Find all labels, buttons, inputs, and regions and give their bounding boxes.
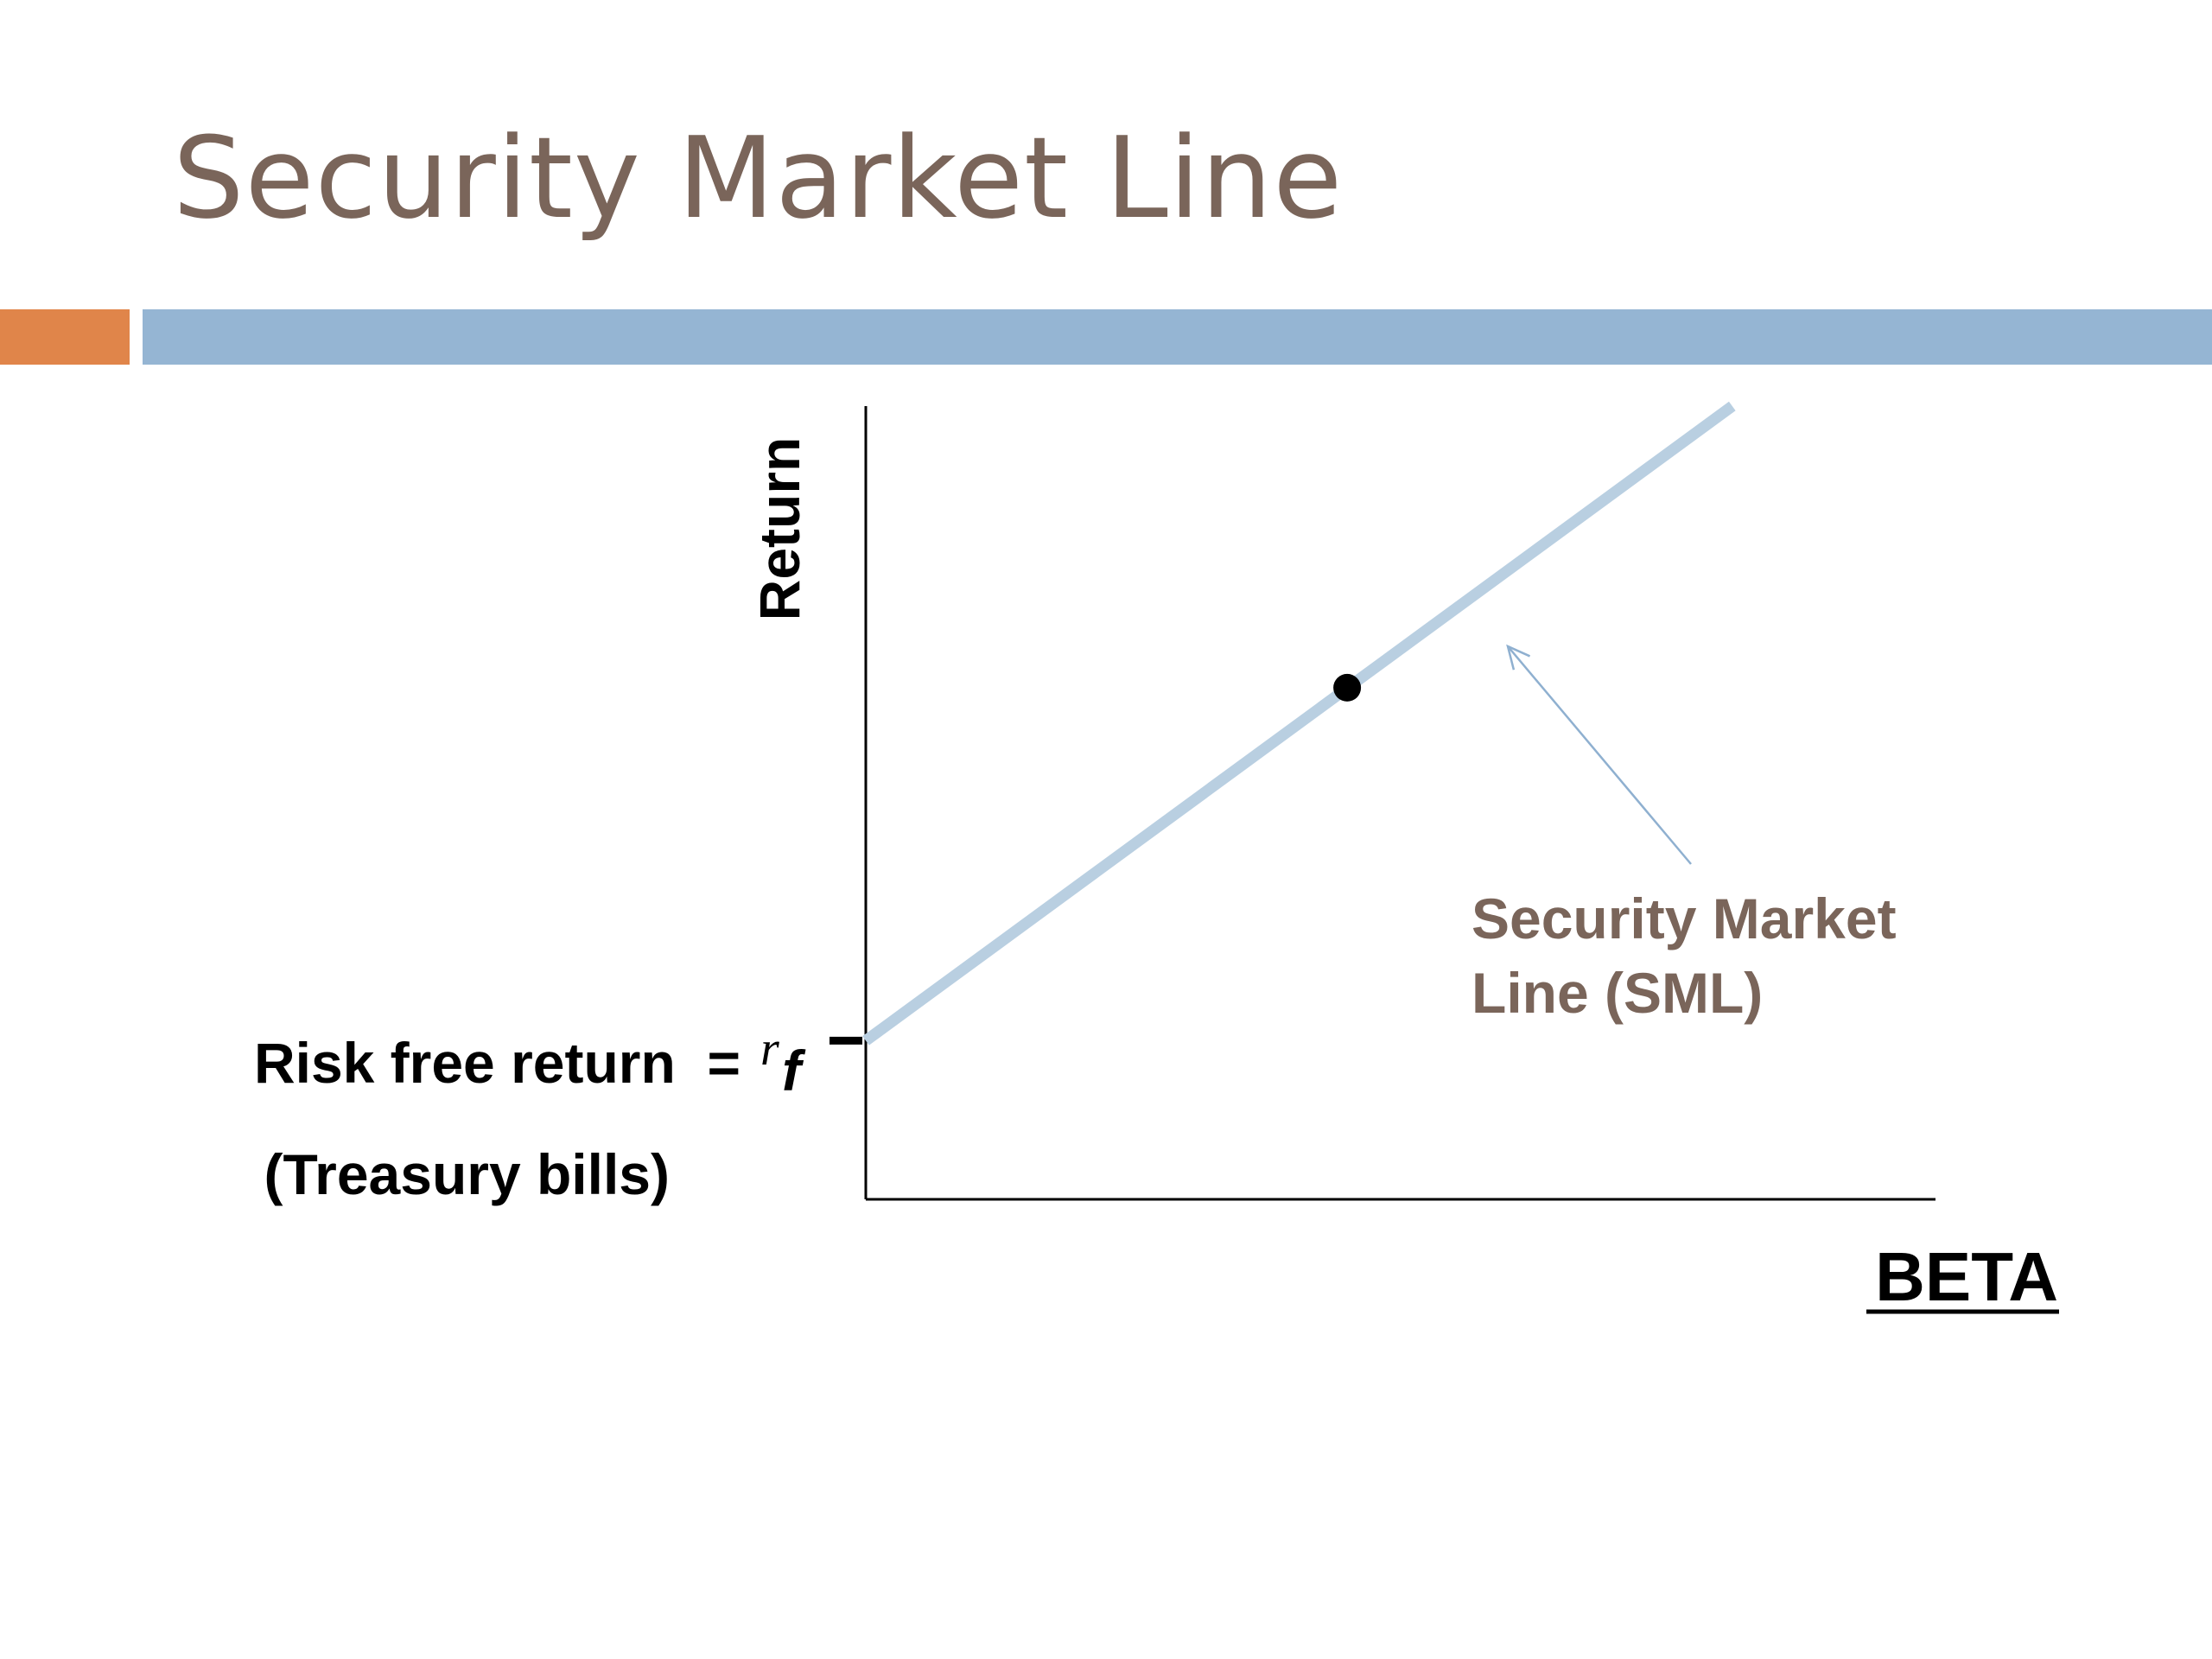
sml-pointer-line (1507, 645, 1692, 865)
accent-bar-orange (0, 309, 130, 365)
sml-highlight-point (1333, 673, 1362, 702)
sml-label-line-2: Line (SML) (1471, 961, 1763, 1025)
risk-free-symbol-subscript: f (782, 1039, 806, 1103)
accent-bar-blue (143, 309, 2212, 365)
sml-line (862, 401, 1736, 1046)
sml-label-line-1: Security Market (1471, 887, 1897, 950)
x-axis-label: BETA (1875, 1238, 2058, 1315)
treasury-bills-note: (Treasury bills) (264, 1142, 670, 1206)
risk-free-label: Risk free return = (254, 1031, 741, 1095)
sml-pointer-arrowhead (1506, 644, 1531, 671)
slide-title: Security Market Line (173, 112, 1344, 244)
y-axis-label: Return (747, 437, 811, 621)
risk-free-symbol-r: r (760, 1022, 779, 1076)
